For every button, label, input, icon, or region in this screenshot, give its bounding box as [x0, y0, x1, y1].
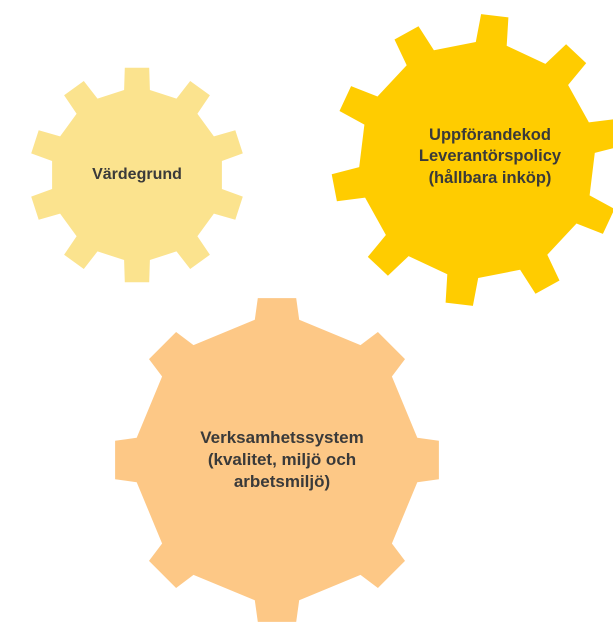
gear-system: [115, 298, 439, 622]
gear-text-policy-line-3: (hållbara inköp): [428, 168, 552, 187]
gear-text-values-line-1: Värdegrund: [92, 165, 182, 183]
gear-text-policy-line-1: Uppförandekod: [429, 125, 551, 144]
gear-text-system-line-1: Verksamhetssystem: [200, 427, 364, 447]
gear-label-policy: Uppförandekod Leverantörspolicy (hållbar…: [380, 112, 600, 202]
gear-values: [31, 67, 243, 283]
gear-text-policy-line-2: Leverantörspolicy: [418, 147, 562, 166]
gear-text-system-line-3: arbetsmiljö): [233, 472, 331, 492]
gear-text-system-line-2: (kvalitet, miljö och: [207, 449, 357, 469]
gear-policy: [331, 14, 613, 306]
gear-label-values: Värdegrund: [52, 155, 222, 195]
gear-label-system: Verksamhetssystem (kvalitet, miljö och a…: [162, 410, 402, 510]
